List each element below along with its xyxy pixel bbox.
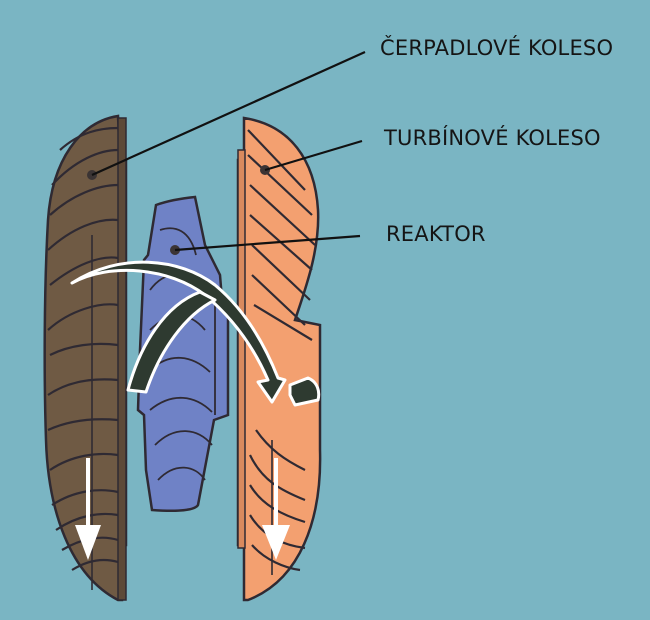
- turbine-wheel: [236, 116, 322, 602]
- leader-line-reactor: [174, 234, 361, 252]
- leader-line-pump-wheel: [91, 50, 366, 177]
- label-reactor: REAKTOR: [386, 222, 486, 246]
- leader-line-turbine-wheel: [264, 139, 363, 172]
- pump-wheel: [43, 114, 128, 602]
- leader-lines: [91, 50, 366, 252]
- turbine-wheel-blades: [247, 129, 316, 575]
- turbine-direction-arrow: [262, 458, 290, 560]
- flow-arrow-through-reactor: [126, 290, 217, 394]
- flow-arrow-pump-to-turbine: [70, 260, 287, 404]
- label-pump-wheel: ČERPADLOVÉ KOLESO: [380, 36, 614, 60]
- label-turbine-wheel: TURBÍNOVÉ KOLESO: [384, 126, 601, 150]
- turbine-wheel-shroud: [237, 149, 246, 549]
- rotation-direction-arrows: [75, 458, 290, 560]
- flow-arrow-turbine-return: [288, 376, 321, 407]
- pump-direction-arrow: [75, 458, 101, 560]
- pump-wheel-shroud: [117, 117, 127, 601]
- oil-flow-arrows: [70, 260, 321, 407]
